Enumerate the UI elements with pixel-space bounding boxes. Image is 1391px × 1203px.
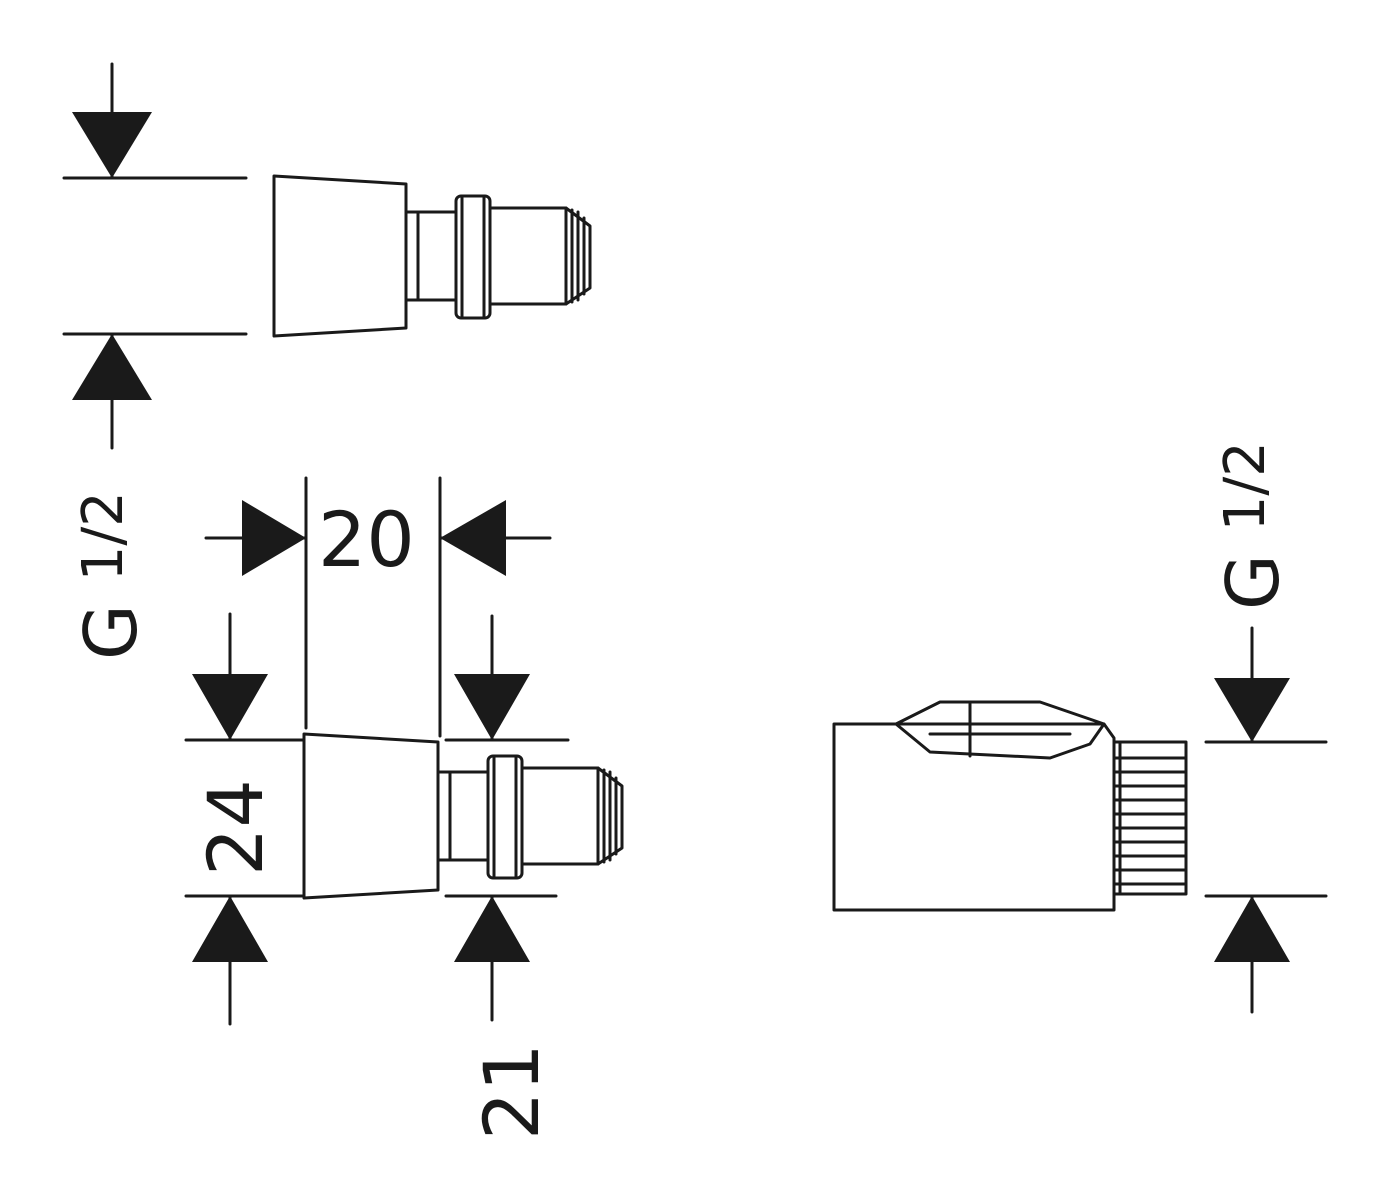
fitting-bottom [302,732,624,900]
label-thread-left-frac: 1/2 [71,491,136,581]
arrow-up-icon [454,896,530,962]
label-thread-right-main: G [1211,531,1295,610]
arrow-down-icon [192,674,268,740]
arrow-down-icon [454,674,530,740]
arrow-left-icon [440,500,506,576]
arrow-down-icon [72,112,152,178]
label-thread-left-main: G [69,581,153,660]
label-thread-right-frac: 1/2 [1213,441,1278,531]
label-outer: 21 [467,1043,556,1140]
arrow-up-icon [72,334,152,400]
arrow-down-icon [1214,678,1290,742]
fitting-top [272,174,592,338]
arrow-up-icon [192,896,268,962]
label-thread-left: G 1/2 [69,491,153,660]
label-height: 24 [191,779,280,876]
label-thread-right: G 1/2 [1211,441,1295,610]
label-width: 20 [318,495,415,584]
fitting-side [832,700,1188,912]
arrow-right-icon [242,500,306,576]
arrow-up-icon [1214,896,1290,962]
